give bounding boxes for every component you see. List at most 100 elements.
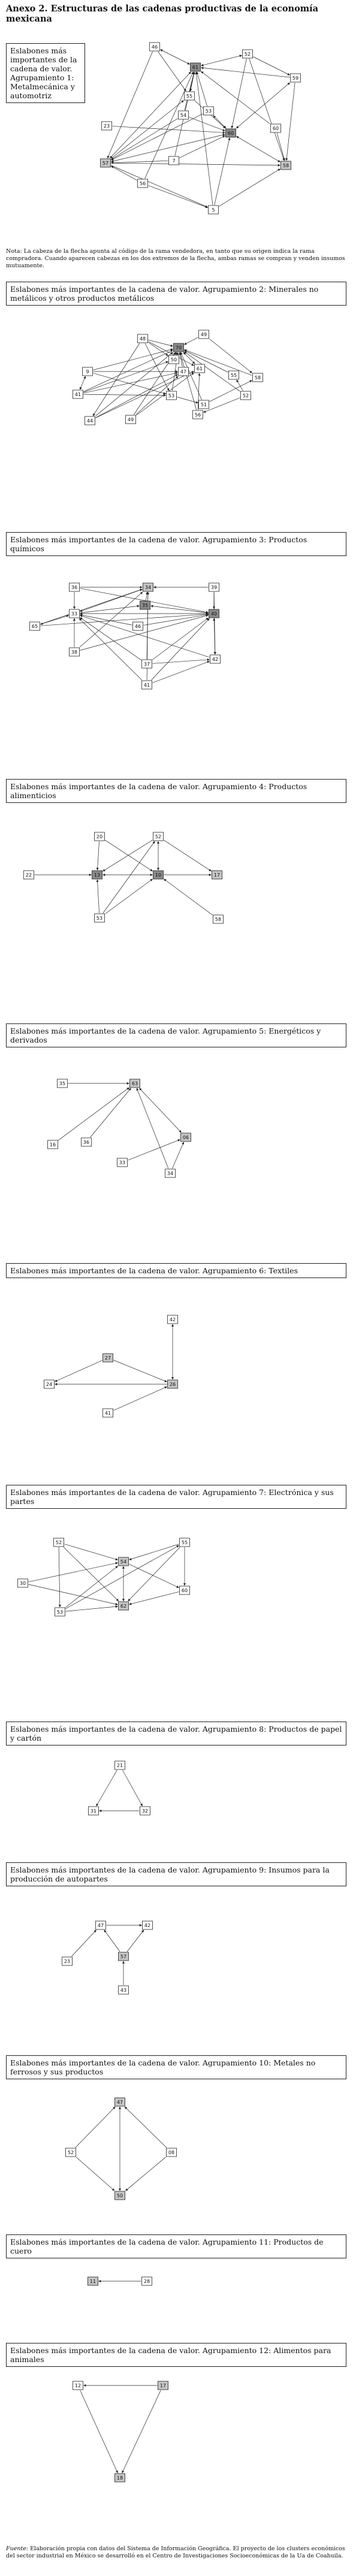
edge-57-55 <box>111 100 184 159</box>
edge-59-60b <box>236 82 290 129</box>
node-35: 35 <box>57 1079 68 1088</box>
node-44: 44 <box>85 416 95 425</box>
node-65: 65 <box>29 621 40 631</box>
edge-56-61 <box>144 71 194 179</box>
node-57: 57 <box>100 158 111 168</box>
node-32: 32 <box>140 1806 150 1816</box>
node-label-58: 58 <box>255 375 261 380</box>
node-box-70 <box>173 343 184 352</box>
edge-53-62 <box>65 1605 118 1612</box>
node-label-60b: 60 <box>228 131 234 136</box>
node-label-53: 53 <box>57 1609 63 1615</box>
edge-38-34 <box>79 591 143 648</box>
edge-53-54 <box>65 1566 118 1608</box>
node-box-34 <box>165 1168 176 1178</box>
node-41: 41 <box>102 1408 113 1418</box>
edge-33-06 <box>128 1139 180 1161</box>
edge-23-47 <box>71 1929 96 1957</box>
group-label-10: Eslabones más importantes de la cadena d… <box>6 2055 346 2079</box>
node-61: 61 <box>194 364 205 373</box>
edge-46-57 <box>107 51 153 159</box>
node-box-55 <box>228 370 239 380</box>
node-box-55 <box>184 91 195 101</box>
node-label-40: 40 <box>211 611 217 617</box>
edge-34-06 <box>172 1141 184 1169</box>
node-23: 23 <box>101 121 112 131</box>
node-box-52 <box>153 832 164 841</box>
edge-17-18 <box>122 2390 161 2474</box>
node-13: 13 <box>92 870 102 880</box>
node-26: 26 <box>167 1379 178 1389</box>
node-label-58: 58 <box>215 917 221 922</box>
node-label-52: 52 <box>245 52 251 57</box>
note: Nota: La cabeza de la flecha apunta al c… <box>6 248 345 269</box>
node-box-17 <box>158 2381 168 2390</box>
node-box-60 <box>179 1586 190 1595</box>
edge-52-50 <box>76 2157 115 2191</box>
node-9: 9 <box>82 367 93 376</box>
node-box-56 <box>192 410 203 419</box>
edge-27-24 <box>55 1360 102 1382</box>
edge-57-60b <box>111 134 225 162</box>
node-11: 11 <box>88 2276 98 2286</box>
edge-7-57 <box>111 160 168 164</box>
node-42: 42 <box>167 1315 178 1324</box>
edge-60-62 <box>129 1591 179 1605</box>
node-box-61 <box>190 62 201 72</box>
node-box-46 <box>149 42 160 52</box>
node-label-48: 48 <box>140 336 146 342</box>
node-34: 34 <box>143 582 153 592</box>
edge-52-61 <box>201 55 242 67</box>
edge-35-34 <box>145 591 149 601</box>
node-55: 55 <box>179 1538 190 1547</box>
node-23: 23 <box>62 1956 73 1966</box>
node-label-32: 32 <box>142 1808 148 1814</box>
node-33: 33 <box>69 609 80 618</box>
edge-59-61 <box>201 67 290 78</box>
node-label-70: 70 <box>176 345 182 351</box>
node-label-49a: 49 <box>201 332 207 337</box>
node-label-44: 44 <box>87 418 93 424</box>
node-box-51 <box>198 400 209 409</box>
node-47: 47 <box>114 2097 125 2107</box>
edge-57-58 <box>111 162 280 167</box>
node-box-53 <box>94 913 105 923</box>
node-label-50: 50 <box>117 2193 123 2198</box>
edge-44-61 <box>95 371 194 418</box>
group-label-11: Eslabones más importantes de la cadena d… <box>6 2234 346 2258</box>
node-label-35: 35 <box>142 603 148 608</box>
edge-57-42 <box>126 1929 144 1952</box>
node-60: 60 <box>179 1586 190 1595</box>
node-label-46: 46 <box>135 624 141 629</box>
node-label-42: 42 <box>212 657 218 662</box>
edge-38-40 <box>80 614 209 651</box>
node-label-17: 17 <box>214 872 220 878</box>
node-box-47 <box>114 2097 125 2107</box>
node-label-36: 36 <box>71 585 77 590</box>
node-label-43: 43 <box>120 1988 126 1993</box>
node-box-60b <box>225 128 236 138</box>
group-label-7: Eslabones más importantes de la cadena d… <box>6 1485 346 1509</box>
node-label-33: 33 <box>71 611 77 617</box>
node-label-9: 9 <box>86 369 89 375</box>
edge-06-63 <box>139 1088 182 1133</box>
node-box-57 <box>100 158 111 168</box>
edge-52-58 <box>249 58 285 161</box>
edge-58-70 <box>184 349 252 376</box>
node-50: 50 <box>114 2191 125 2200</box>
node-box-50 <box>168 355 179 364</box>
edge-56-5 <box>148 185 208 209</box>
node-label-58: 58 <box>283 163 289 168</box>
node-box-35 <box>140 600 150 610</box>
group-label-6: Eslabones más importantes de la cadena d… <box>6 1263 346 1278</box>
edge-51-58 <box>209 380 252 402</box>
node-10: 10 <box>153 870 164 880</box>
node-box-42 <box>210 654 221 664</box>
node-box-08 <box>166 2148 177 2157</box>
source-note: Fuente: Elaboración propia con datos del… <box>6 2545 348 2560</box>
node-label-08: 08 <box>168 2150 174 2155</box>
edge-49a-70 <box>184 337 198 345</box>
node-52: 52 <box>242 49 253 59</box>
